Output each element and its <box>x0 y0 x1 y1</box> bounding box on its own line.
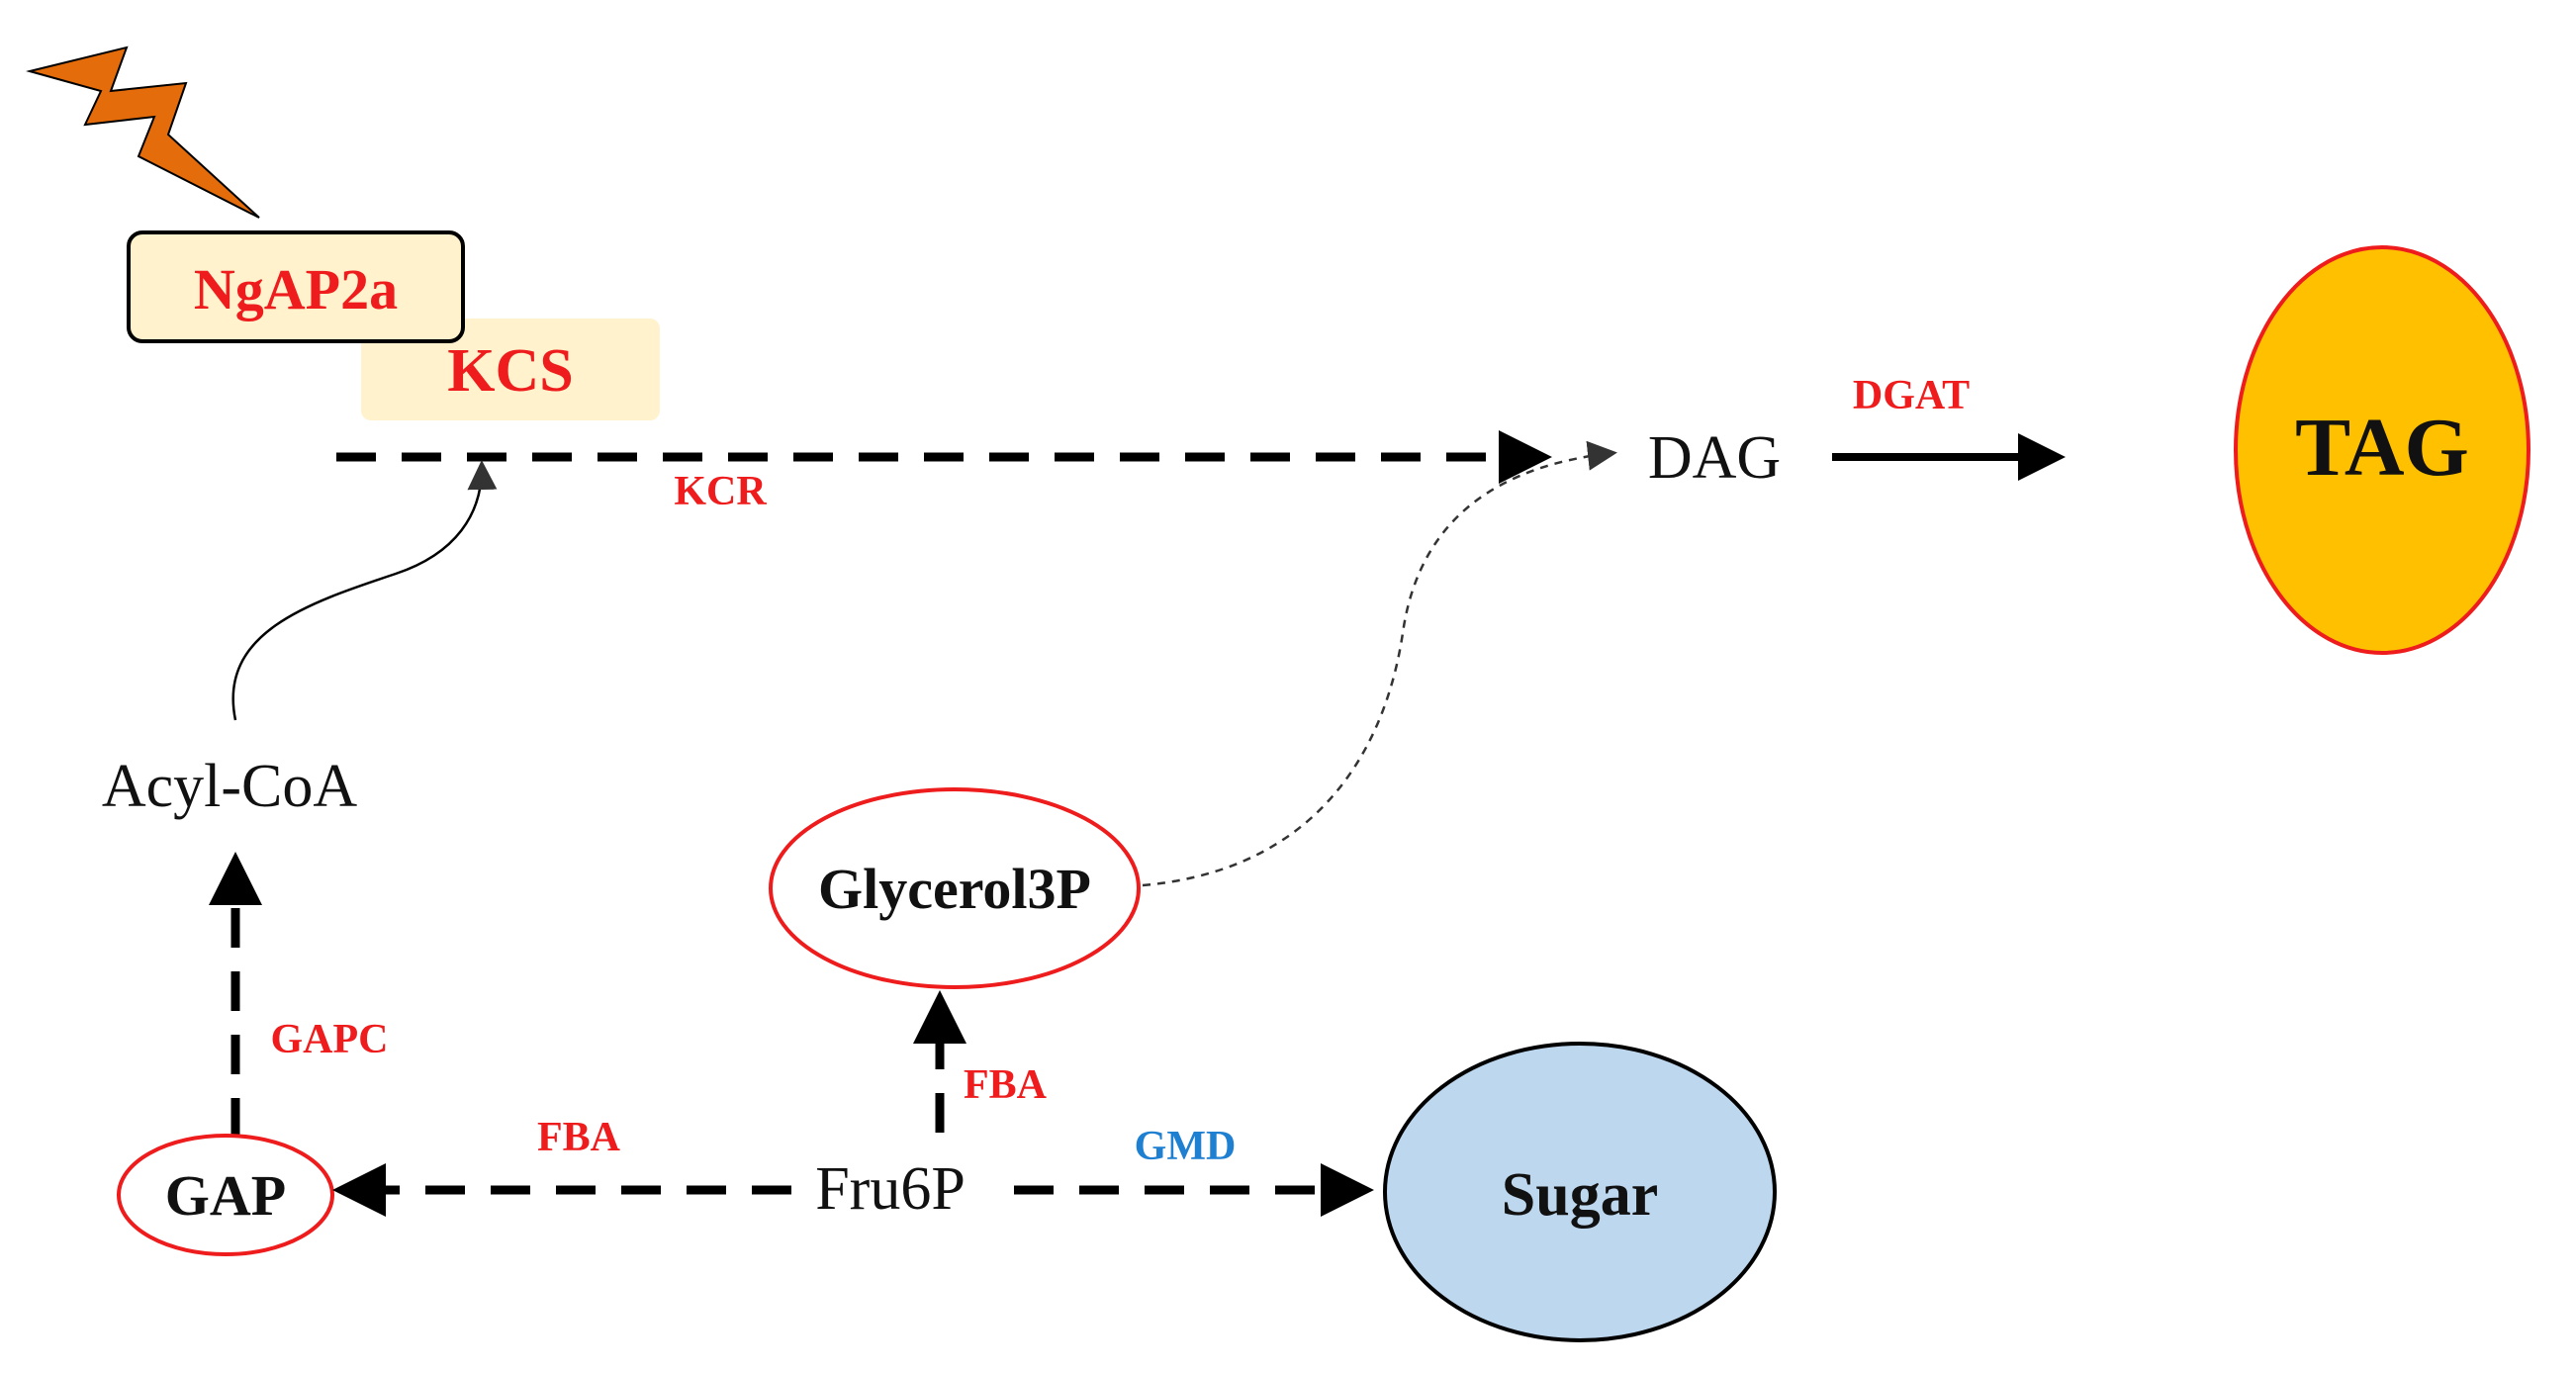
sugar-node <box>1383 1042 1777 1342</box>
kcs-label: KCS <box>447 337 573 405</box>
tag-node <box>2234 245 2530 655</box>
ngap2a-label: NgAP2a <box>194 257 398 321</box>
fba-left-enzyme-label: FBA <box>537 1115 621 1160</box>
kcr-enzyme-label: KCR <box>674 469 767 514</box>
acyl-coa-label: Acyl-CoA <box>102 753 358 820</box>
fru6p-label: Fru6P <box>815 1155 966 1223</box>
dag-label: DAG <box>1648 424 1781 492</box>
gapc-enzyme-label: GAPC <box>271 1017 389 1062</box>
glycerol3p-label: Glycerol3P <box>818 857 1091 921</box>
gmd-enzyme-label: GMD <box>1135 1124 1237 1169</box>
gap-label: GAP <box>165 1163 286 1228</box>
kcs-box <box>361 319 660 420</box>
tag-label: TAG <box>2295 402 2469 494</box>
glycerol3p-node <box>769 787 1141 989</box>
glycerol3p-to-dag-arrow <box>1142 440 1617 887</box>
fba-up-enzyme-label: FBA <box>964 1062 1048 1108</box>
dgat-enzyme-label: DGAT <box>1853 373 1970 418</box>
sugar-label: Sugar <box>1502 1161 1658 1229</box>
ngap2a-box <box>127 230 465 343</box>
acyl-coa-curve-arrow <box>231 460 498 721</box>
lightning-bolt-icon <box>26 46 260 219</box>
